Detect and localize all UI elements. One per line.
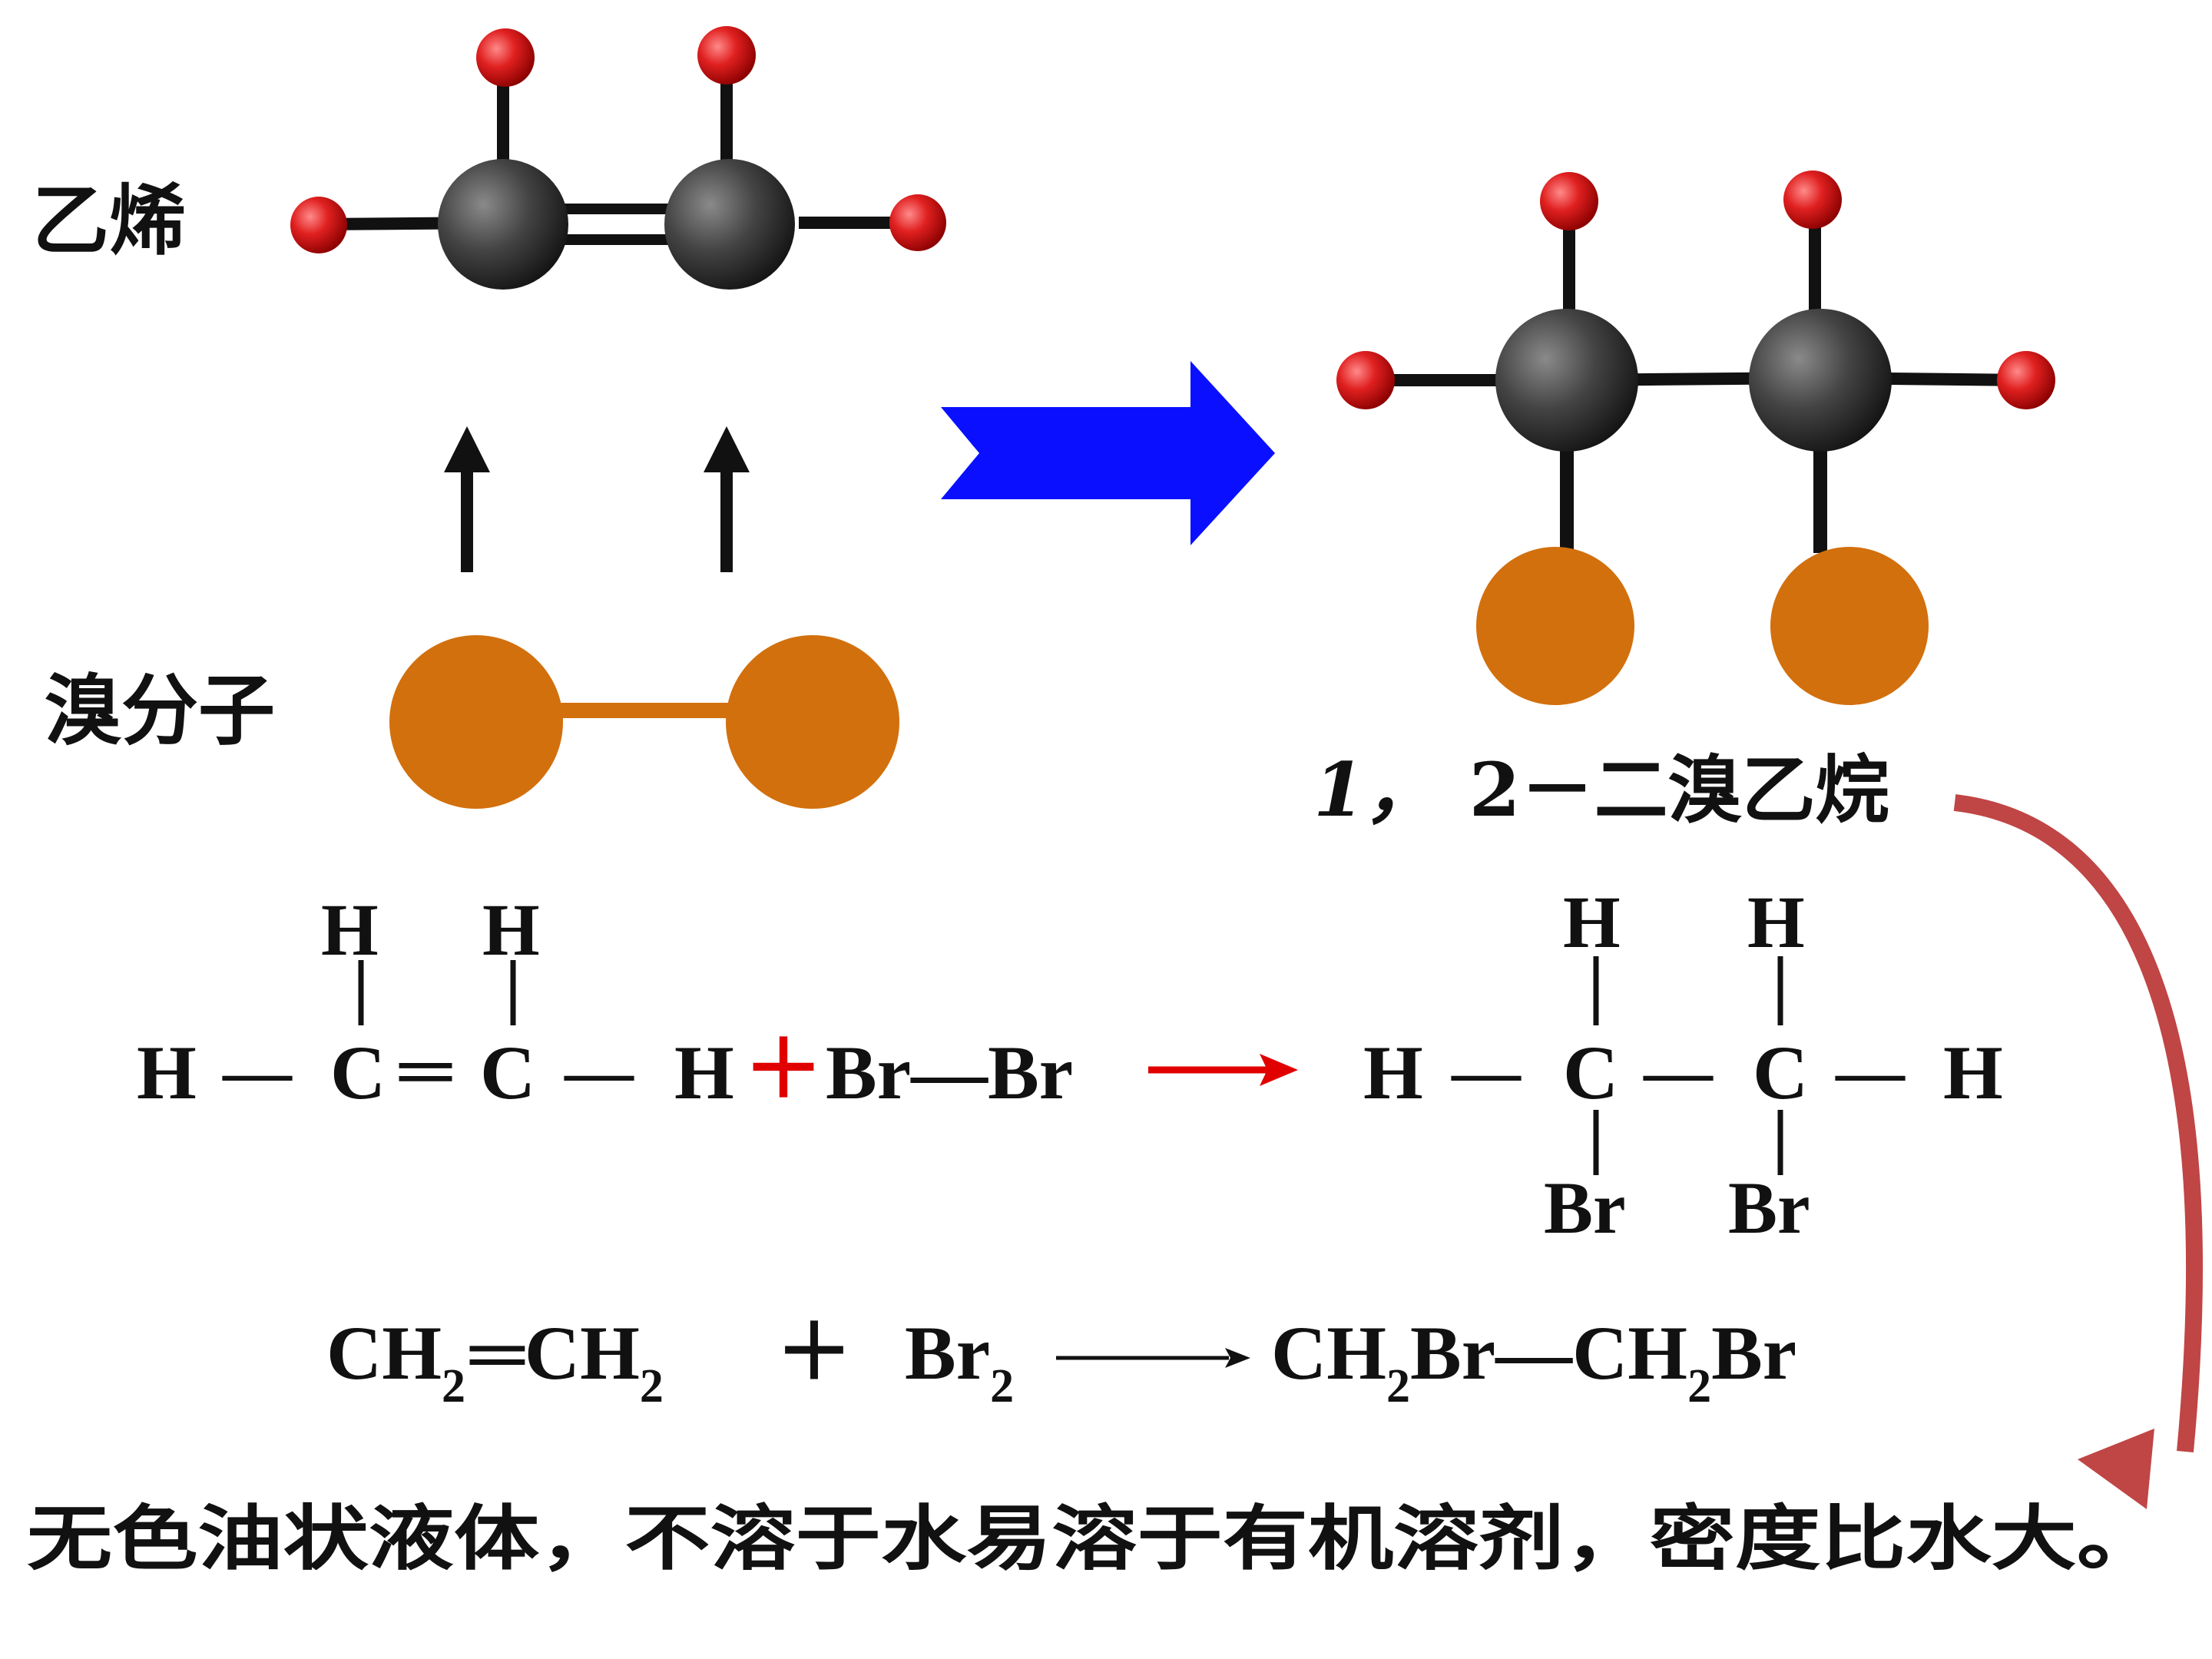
atom-h: H: [1943, 1030, 2003, 1115]
atom-h: H: [137, 1030, 197, 1115]
reactant-ethylene-formula: CH2═CH2: [326, 1310, 664, 1412]
subscript: 2: [640, 1360, 664, 1412]
atom-h: H: [1363, 1030, 1423, 1115]
atom-h: H: [1563, 881, 1621, 963]
atom-h: H: [321, 889, 379, 971]
single-bond: —: [1643, 1034, 1714, 1110]
dibromoethane-model: [1336, 171, 2055, 705]
property-note: 无色油状液体，不溶于水易溶于有机溶剂，密度比水大。: [27, 1497, 2162, 1580]
approach-arrows: [444, 426, 750, 572]
double-bond: ═: [399, 1028, 452, 1111]
atom-br: Br: [1728, 1167, 1810, 1249]
atom-c: C: [1753, 1030, 1808, 1115]
bromine-atom: [1476, 547, 1634, 705]
plus-sign: ＋: [743, 1026, 823, 1114]
atom-c: C: [480, 1030, 535, 1115]
bromine-atom: [726, 635, 899, 809]
atom-h: H: [674, 1030, 734, 1115]
reactant-bromine-formula: Br2: [905, 1310, 1014, 1412]
product-formula: CH2Br—CH2Br: [1271, 1310, 1796, 1412]
ethylene-model: [290, 26, 946, 290]
formula-part: CH: [326, 1310, 442, 1396]
atom-h: H: [482, 889, 540, 971]
product-name-text: 2－二溴乙烷: [1469, 747, 1889, 833]
bromine-atom: [1770, 547, 1929, 705]
product-name-label: 1， 2－二溴乙烷: [1313, 747, 1889, 833]
hydrogen-atom: [1540, 172, 1598, 230]
condensed-equation: CH2═CH2 ＋ Br2 CH2Br—CH2Br: [326, 1310, 1796, 1412]
hydrogen-atom: [889, 194, 946, 251]
double-bond: ═: [469, 1310, 525, 1396]
hydrogen-atom: [1997, 351, 2055, 409]
plus-sign: ＋: [776, 1310, 853, 1396]
hydrogen-atom: [697, 26, 756, 84]
structural-equation: H H H — C ═ C — H ＋ Br—Br H H H — C — C …: [137, 881, 2003, 1249]
bromine-atom: [389, 635, 563, 809]
hydrogen-atom: [476, 28, 535, 87]
subscript: 2: [990, 1360, 1014, 1412]
bromine-formula: Br—Br: [826, 1030, 1073, 1115]
subscript: 2: [1386, 1360, 1410, 1412]
formula-part: Br—CH: [1410, 1310, 1687, 1396]
subscript: 2: [1687, 1360, 1711, 1412]
curved-note-arrow: [1953, 794, 2203, 1509]
single-bond: —: [222, 1034, 293, 1110]
single-bond: —: [564, 1034, 634, 1110]
atom-c: C: [330, 1030, 386, 1115]
subscript: 2: [442, 1360, 465, 1412]
curved-arrow-shaft: [1953, 794, 2203, 1453]
reaction-arrow-icon: [1225, 1348, 1250, 1368]
formula-part: CH: [525, 1310, 640, 1396]
atom-br: Br: [1544, 1167, 1626, 1249]
single-bond: —: [1835, 1034, 1906, 1110]
bromine-model: [389, 635, 899, 809]
curved-arrow-head-icon: [2078, 1429, 2154, 1509]
carbon-atom: [438, 159, 568, 290]
red-arrow-icon: [1260, 1054, 1298, 1086]
hydrogen-atom: [1783, 171, 1842, 229]
carbon-atom: [664, 159, 795, 290]
hydrogen-atom: [1336, 351, 1395, 409]
carbon-atom: [1749, 309, 1892, 452]
formula-part: Br: [905, 1310, 990, 1396]
bromine-molecule-label: 溴分子: [45, 665, 275, 756]
up-arrow-icon: [444, 426, 490, 472]
atom-c: C: [1563, 1030, 1618, 1115]
product-name-prefix: 1，: [1313, 747, 1439, 833]
hydrogen-atom: [290, 197, 347, 253]
big-reaction-arrow-icon: [941, 361, 1275, 545]
formula-part: Br: [1711, 1310, 1796, 1396]
ethylene-label: 乙烯: [32, 175, 186, 266]
single-bond: —: [1451, 1034, 1522, 1110]
up-arrow-icon: [704, 426, 750, 472]
carbon-atom: [1495, 309, 1638, 452]
atom-h: H: [1747, 881, 1805, 963]
formula-part: CH: [1271, 1310, 1386, 1396]
